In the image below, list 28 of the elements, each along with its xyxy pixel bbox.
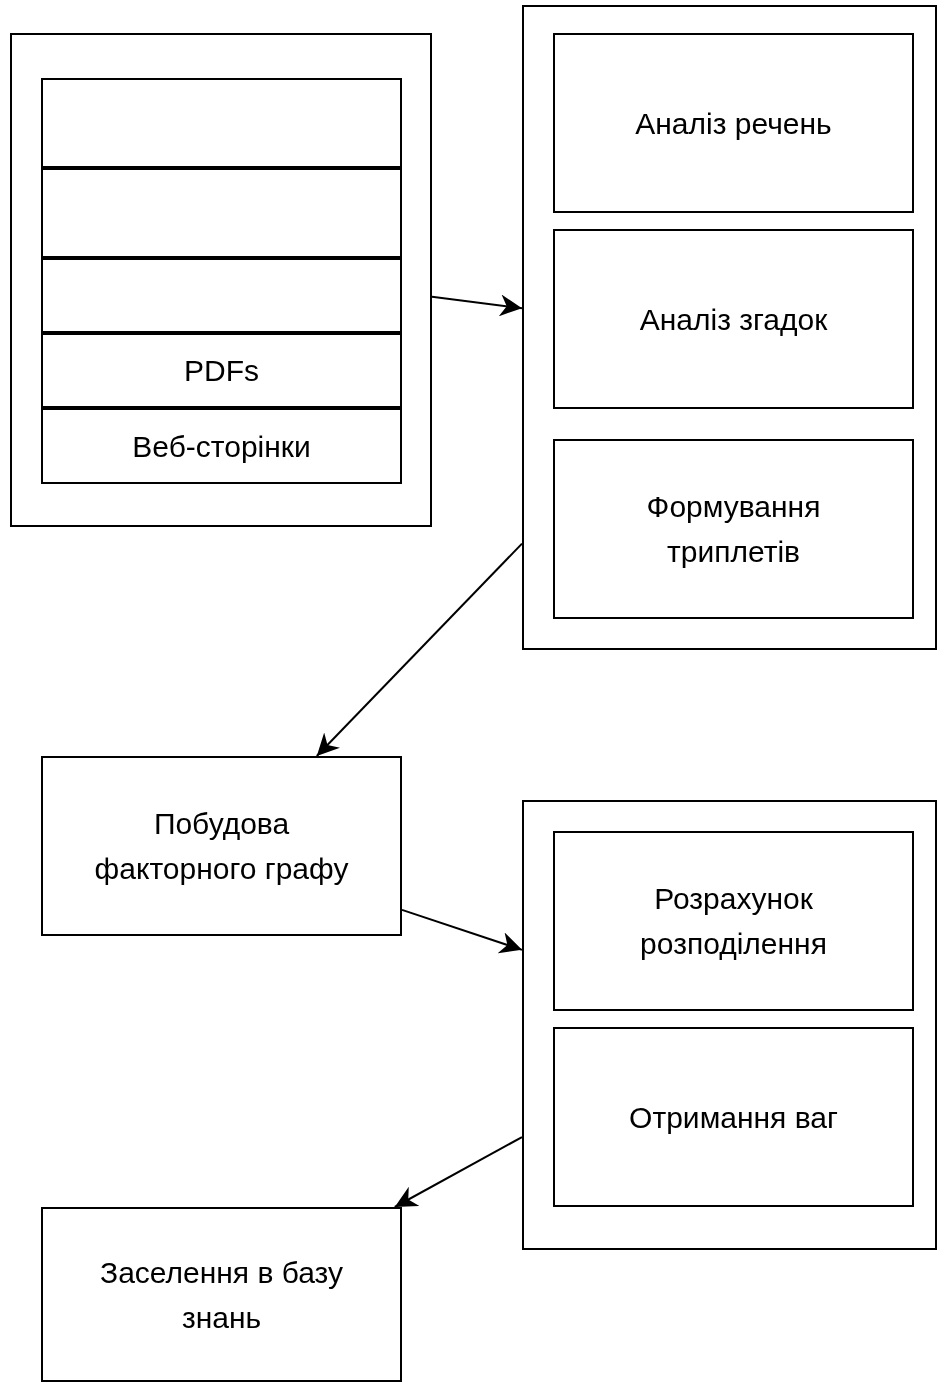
process-box — [41, 408, 402, 484]
process-box — [553, 439, 914, 619]
box-label: Побудова факторного графу — [93, 806, 350, 887]
arrow — [401, 908, 523, 954]
process-box — [553, 831, 914, 1011]
process-box — [41, 333, 402, 408]
container-box — [41, 258, 402, 333]
container-box — [10, 33, 432, 527]
box-label: Аналіз речень — [634, 105, 833, 142]
box-label: Аналіз згадок — [638, 301, 829, 338]
process-box — [553, 1027, 914, 1207]
process-box — [553, 33, 914, 213]
box-label: PDFs — [183, 353, 260, 389]
container-box — [41, 78, 402, 168]
box-label: Розрахунок розподілення — [639, 881, 828, 962]
process-box — [41, 1207, 402, 1382]
container-box — [522, 800, 937, 1250]
container-box — [522, 5, 937, 650]
box-label: Формування триплетів — [645, 489, 822, 570]
arrow — [393, 1136, 523, 1208]
box-label: Отримання ваг — [628, 1099, 839, 1136]
process-box — [553, 229, 914, 409]
process-box — [41, 756, 402, 936]
box-label: Заселення в базу знань — [99, 1254, 344, 1336]
box-label: Веб-сторінки — [131, 428, 312, 465]
container-box — [41, 168, 402, 258]
arrow — [431, 294, 523, 317]
arrow — [315, 542, 523, 757]
